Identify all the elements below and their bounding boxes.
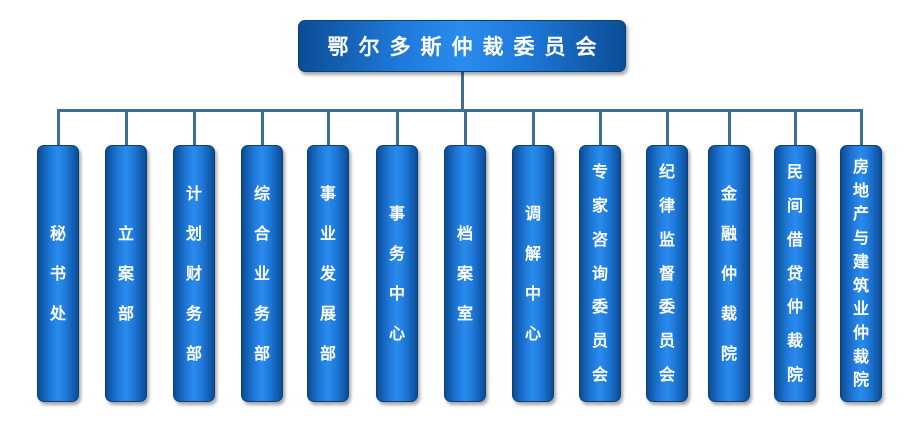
node-shiyefazhanbu: 事业发展部 — [307, 145, 349, 402]
drop-connector-zhuanjiazixun — [598, 109, 602, 147]
node-shiwuzhongxin: 事务中心 — [376, 145, 418, 402]
node-label-lianbu: 立案部 — [117, 223, 134, 323]
node-jilvjiandu: 纪律监督委员会 — [646, 145, 688, 402]
horizontal-bus-connector — [56, 109, 863, 112]
node-minjianjiedai: 民间借贷仲裁院 — [774, 145, 816, 402]
root-node-label: 鄂尔多斯仲裁委员会 — [327, 35, 607, 59]
root-stem-connector — [460, 72, 464, 112]
node-jihuacaiwubu: 计划财务部 — [173, 145, 215, 402]
node-danganshi: 档案室 — [444, 145, 486, 402]
drop-connector-zongheyewubu — [260, 109, 264, 147]
root-node: 鄂尔多斯仲裁委员会 — [298, 20, 626, 72]
drop-connector-jilvjiandu — [665, 109, 669, 147]
node-label-shiwuzhongxin: 事务中心 — [388, 203, 405, 343]
node-zongheyewubu: 综合业务部 — [241, 145, 283, 402]
node-label-minjianjiedai: 民间借贷仲裁院 — [786, 162, 803, 385]
drop-connector-shiwuzhongxin — [395, 109, 399, 147]
node-label-zhuanjiazixun: 专家咨询委员会 — [591, 162, 608, 385]
node-label-zongheyewubu: 综合业务部 — [253, 183, 270, 363]
drop-connector-tiaojiezhongxin — [531, 109, 535, 147]
drop-connector-minjianjiedai — [793, 109, 797, 147]
node-jinrongzhongcai: 金融仲裁院 — [708, 145, 750, 402]
node-mishuchu: 秘书处 — [37, 145, 79, 402]
drop-connector-fangdichan — [859, 109, 863, 147]
node-fangdichan: 房地产与建筑业仲裁院 — [840, 145, 882, 402]
node-label-mishuchu: 秘书处 — [49, 223, 66, 323]
drop-connector-jihuacaiwubu — [192, 109, 196, 147]
node-tiaojiezhongxin: 调解中心 — [512, 145, 554, 402]
node-label-jilvjiandu: 纪律监督委员会 — [658, 162, 675, 385]
drop-connector-shiyefazhanbu — [326, 109, 330, 147]
node-label-danganshi: 档案室 — [456, 223, 473, 323]
drop-connector-danganshi — [463, 109, 467, 147]
drop-connector-mishuchu — [56, 109, 60, 147]
node-label-shiyefazhanbu: 事业发展部 — [319, 183, 336, 363]
node-label-jinrongzhongcai: 金融仲裁院 — [720, 183, 737, 363]
drop-connector-lianbu — [124, 109, 128, 147]
node-label-jihuacaiwubu: 计划财务部 — [185, 183, 202, 363]
node-zhuanjiazixun: 专家咨询委员会 — [579, 145, 621, 402]
drop-connector-jinrongzhongcai — [727, 109, 731, 147]
node-label-fangdichan: 房地产与建筑业仲裁院 — [852, 157, 869, 390]
node-label-tiaojiezhongxin: 调解中心 — [524, 203, 541, 343]
node-lianbu: 立案部 — [105, 145, 147, 402]
